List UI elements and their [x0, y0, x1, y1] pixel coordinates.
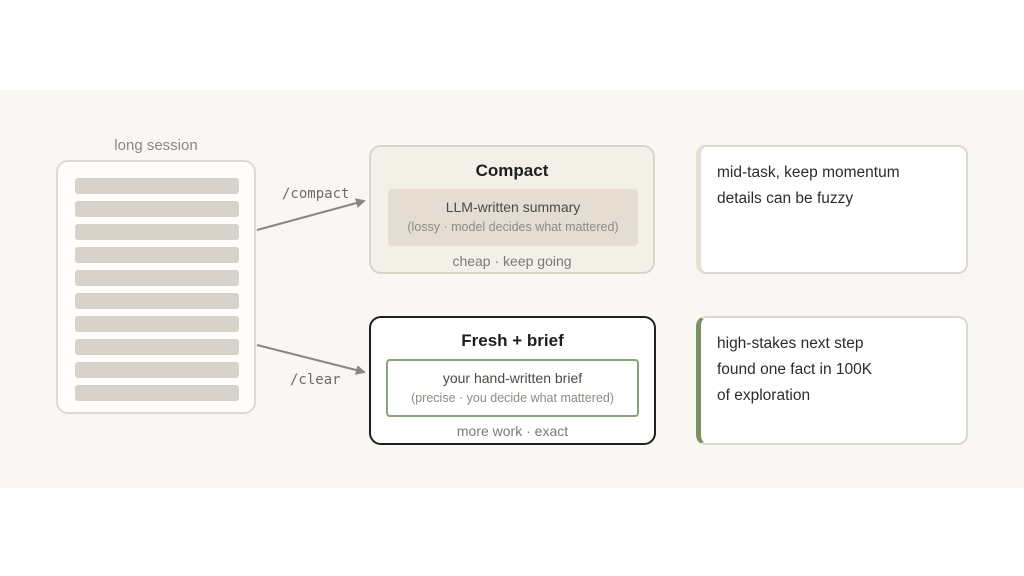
session-line [75, 224, 239, 240]
note-line: found one fact in 100K [717, 361, 873, 378]
brief-sub-text: (precise · you decide what mattered) [411, 391, 614, 405]
fresh-footer: more work · exact [456, 423, 569, 439]
fresh-when-note: high-stakes next step found one fact in … [696, 316, 968, 445]
brief-main-text: your hand-written brief [442, 370, 583, 386]
session-line [75, 339, 239, 355]
compact-footer: cheap · keep going [452, 253, 572, 269]
session-line [75, 316, 239, 332]
session-line [75, 362, 239, 378]
compact-card: Compact LLM-written summary (lossy · mod… [369, 145, 655, 274]
hand-written-brief-box: your hand-written brief (precise · you d… [386, 359, 639, 417]
clear-command-label: /clear [290, 372, 341, 388]
session-line [75, 201, 239, 217]
note-line: of exploration [717, 387, 811, 404]
compact-title: Compact [475, 161, 549, 180]
note-line: high-stakes next step [717, 335, 864, 352]
session-line [75, 270, 239, 286]
fresh-brief-card: Fresh + brief your hand-written brief (p… [369, 316, 656, 445]
session-line [75, 385, 239, 401]
fresh-title: Fresh + brief [461, 331, 564, 350]
llm-summary-box: LLM-written summary (lossy · model decid… [388, 189, 638, 246]
compact-when-note: mid-task, keep momentum details can be f… [696, 145, 968, 274]
compact-arrow [256, 198, 366, 231]
note-line: details can be fuzzy [717, 190, 854, 207]
summary-sub-text: (lossy · model decides what mattered) [407, 220, 619, 234]
summary-main-text: LLM-written summary [445, 199, 581, 215]
session-label: long session [114, 137, 198, 154]
note-line: mid-task, keep momentum [717, 164, 900, 181]
clear-arrow [256, 344, 366, 375]
long-session-box [56, 160, 256, 414]
compact-command-label: /compact [282, 186, 350, 202]
session-line [75, 178, 239, 194]
session-line [75, 247, 239, 263]
session-line [75, 293, 239, 309]
